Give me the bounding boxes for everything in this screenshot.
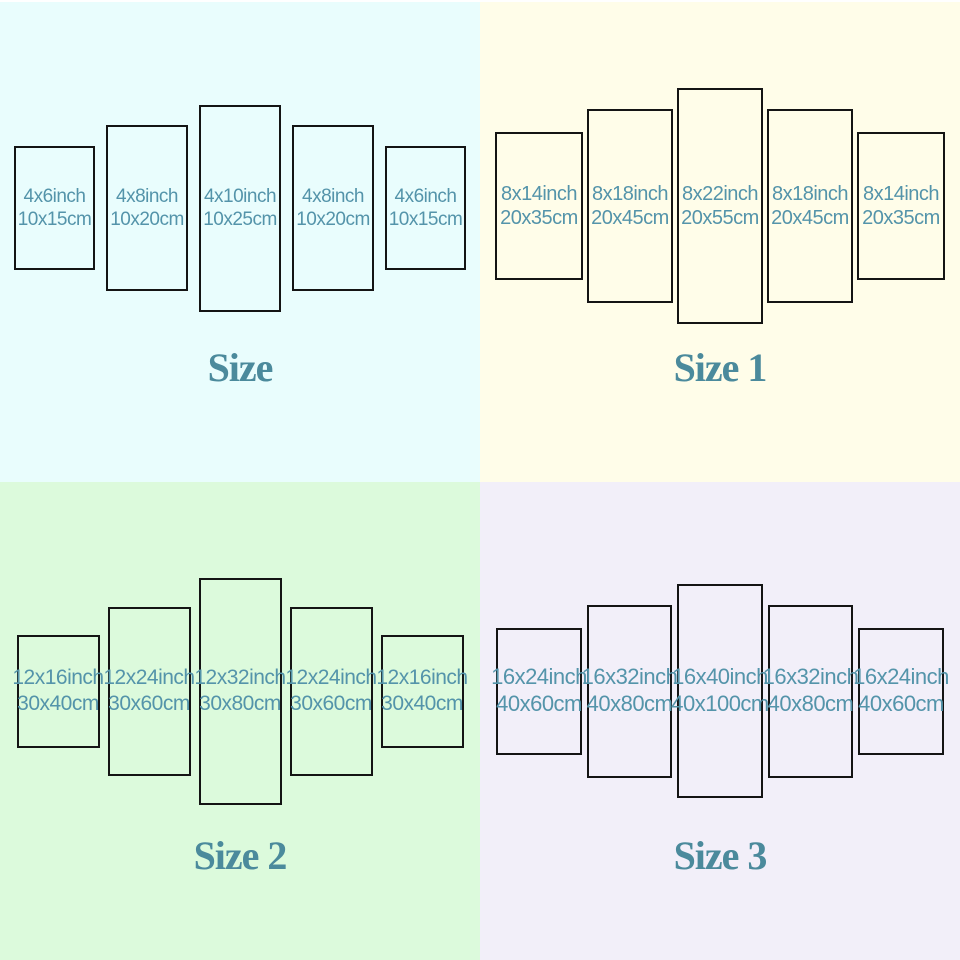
panel-inch-label: 4x6inch: [394, 185, 458, 207]
panel-cm-label: 40x60cm: [858, 691, 944, 716]
panel-inch-label: 4x10inch: [203, 185, 277, 207]
panel: 16x24inch 40x60cm: [491, 627, 587, 755]
panel-cm-label: 20x45cm: [591, 207, 669, 229]
quadrant-title: Size 1: [673, 345, 768, 390]
panel: 4x8inch 10x20cm: [106, 125, 188, 291]
quadrant-size-2: 12x16inch 30x40cm 12x24inch 30x60cm 12x3…: [0, 482, 480, 960]
panel: 16x24inch 40x60cm: [853, 627, 949, 755]
panel-cm-label: 30x40cm: [381, 692, 463, 715]
quadrant-title: Size 2: [193, 833, 288, 878]
panel-inch-label: 4x6inch: [23, 185, 87, 207]
panel-group: 8x14inch 20x35cm 8x18inch 20x45cm 8x22in…: [480, 2, 960, 410]
quadrant-size: 4x6inch 10x15cm 4x8inch 10x20cm 4x10inch…: [0, 2, 480, 482]
panel-cm-label: 30x60cm: [108, 692, 190, 715]
panel-cm-label: 20x35cm: [862, 207, 940, 229]
panel-cm-label: 10x20cm: [296, 209, 370, 230]
panel-cm-label: 10x25cm: [203, 209, 277, 230]
panel-cm-label: 40x80cm: [586, 691, 673, 716]
panel-cm-label: 40x100cm: [671, 691, 769, 716]
panel-inch-label: 16x40inch: [672, 664, 768, 690]
panel-cm-label: 40x60cm: [496, 691, 582, 716]
panel-cm-label: 10x15cm: [388, 209, 463, 230]
panel-inch-label: 8x18inch: [771, 182, 849, 205]
quadrant-size-1: 8x14inch 20x35cm 8x18inch 20x45cm 8x22in…: [480, 2, 960, 482]
panel: 16x32inch 40x80cm: [582, 604, 678, 778]
panel: 12x24inch 30x60cm: [285, 606, 377, 776]
panel: 12x24inch 30x60cm: [103, 606, 195, 776]
panel-cm-label: 20x35cm: [500, 207, 578, 229]
panel-cm-label: 20x45cm: [771, 207, 849, 229]
panel: 4x6inch 10x15cm: [385, 146, 466, 270]
panel-inch-label: 4x8inch: [302, 185, 365, 207]
quadrant-title: Size: [207, 345, 274, 390]
panel-inch-label: 8x14inch: [500, 182, 578, 205]
panel: 8x22inch 20x55cm: [677, 88, 763, 324]
panel-cm-label: 30x80cm: [199, 692, 281, 715]
panel-inch-label: 16x24inch: [853, 664, 949, 690]
panel: 16x40inch 40x100cm: [671, 584, 769, 798]
panel-cm-label: 20x55cm: [681, 207, 759, 229]
panel: 8x14inch 20x35cm: [857, 132, 945, 280]
panel: 12x16inch 30x40cm: [12, 634, 104, 748]
panel: 4x8inch 10x20cm: [292, 125, 374, 291]
panel-inch-label: 8x18inch: [591, 182, 669, 205]
panel-cm-label: 10x15cm: [17, 209, 92, 230]
panel: 8x14inch 20x35cm: [495, 132, 583, 280]
panel-inch-label: 4x8inch: [116, 185, 179, 207]
panel-inch-label: 16x32inch: [762, 664, 859, 690]
panel-inch-label: 8x22inch: [681, 182, 759, 205]
panel: 8x18inch 20x45cm: [587, 109, 673, 303]
panel: 12x16inch 30x40cm: [376, 634, 468, 748]
panel-group: 12x16inch 30x40cm 12x24inch 30x60cm 12x3…: [0, 482, 480, 900]
panel-cm-label: 10x20cm: [110, 209, 184, 230]
panel: 4x10inch 10x25cm: [199, 104, 281, 312]
panel-inch-label: 16x32inch: [581, 664, 678, 690]
panel-cm-label: 40x80cm: [767, 691, 854, 716]
panel: 16x32inch 40x80cm: [763, 604, 859, 778]
panel-inch-label: 12x24inch: [103, 666, 195, 690]
panel-inch-label: 8x14inch: [862, 182, 940, 205]
panel: 4x6inch 10x15cm: [14, 146, 95, 270]
panel-cm-label: 30x60cm: [290, 692, 372, 715]
panel: 8x18inch 20x45cm: [767, 109, 853, 303]
panel-group: 4x6inch 10x15cm 4x8inch 10x20cm 4x10inch…: [0, 2, 480, 414]
quadrant-size-3: 16x24inch 40x60cm 16x32inch 40x80cm 16x4…: [480, 482, 960, 960]
quadrant-title: Size 3: [673, 833, 768, 878]
panel-inch-label: 12x16inch: [376, 666, 468, 690]
panel: 12x32inch 30x80cm: [194, 577, 286, 805]
panel-group: 16x24inch 40x60cm 16x32inch 40x80cm 16x4…: [480, 482, 960, 900]
panel-inch-label: 12x32inch: [194, 666, 286, 690]
panel-inch-label: 16x24inch: [491, 664, 587, 690]
panel-cm-label: 30x40cm: [17, 692, 99, 715]
panel-inch-label: 12x16inch: [12, 666, 104, 690]
panel-inch-label: 12x24inch: [285, 666, 377, 690]
